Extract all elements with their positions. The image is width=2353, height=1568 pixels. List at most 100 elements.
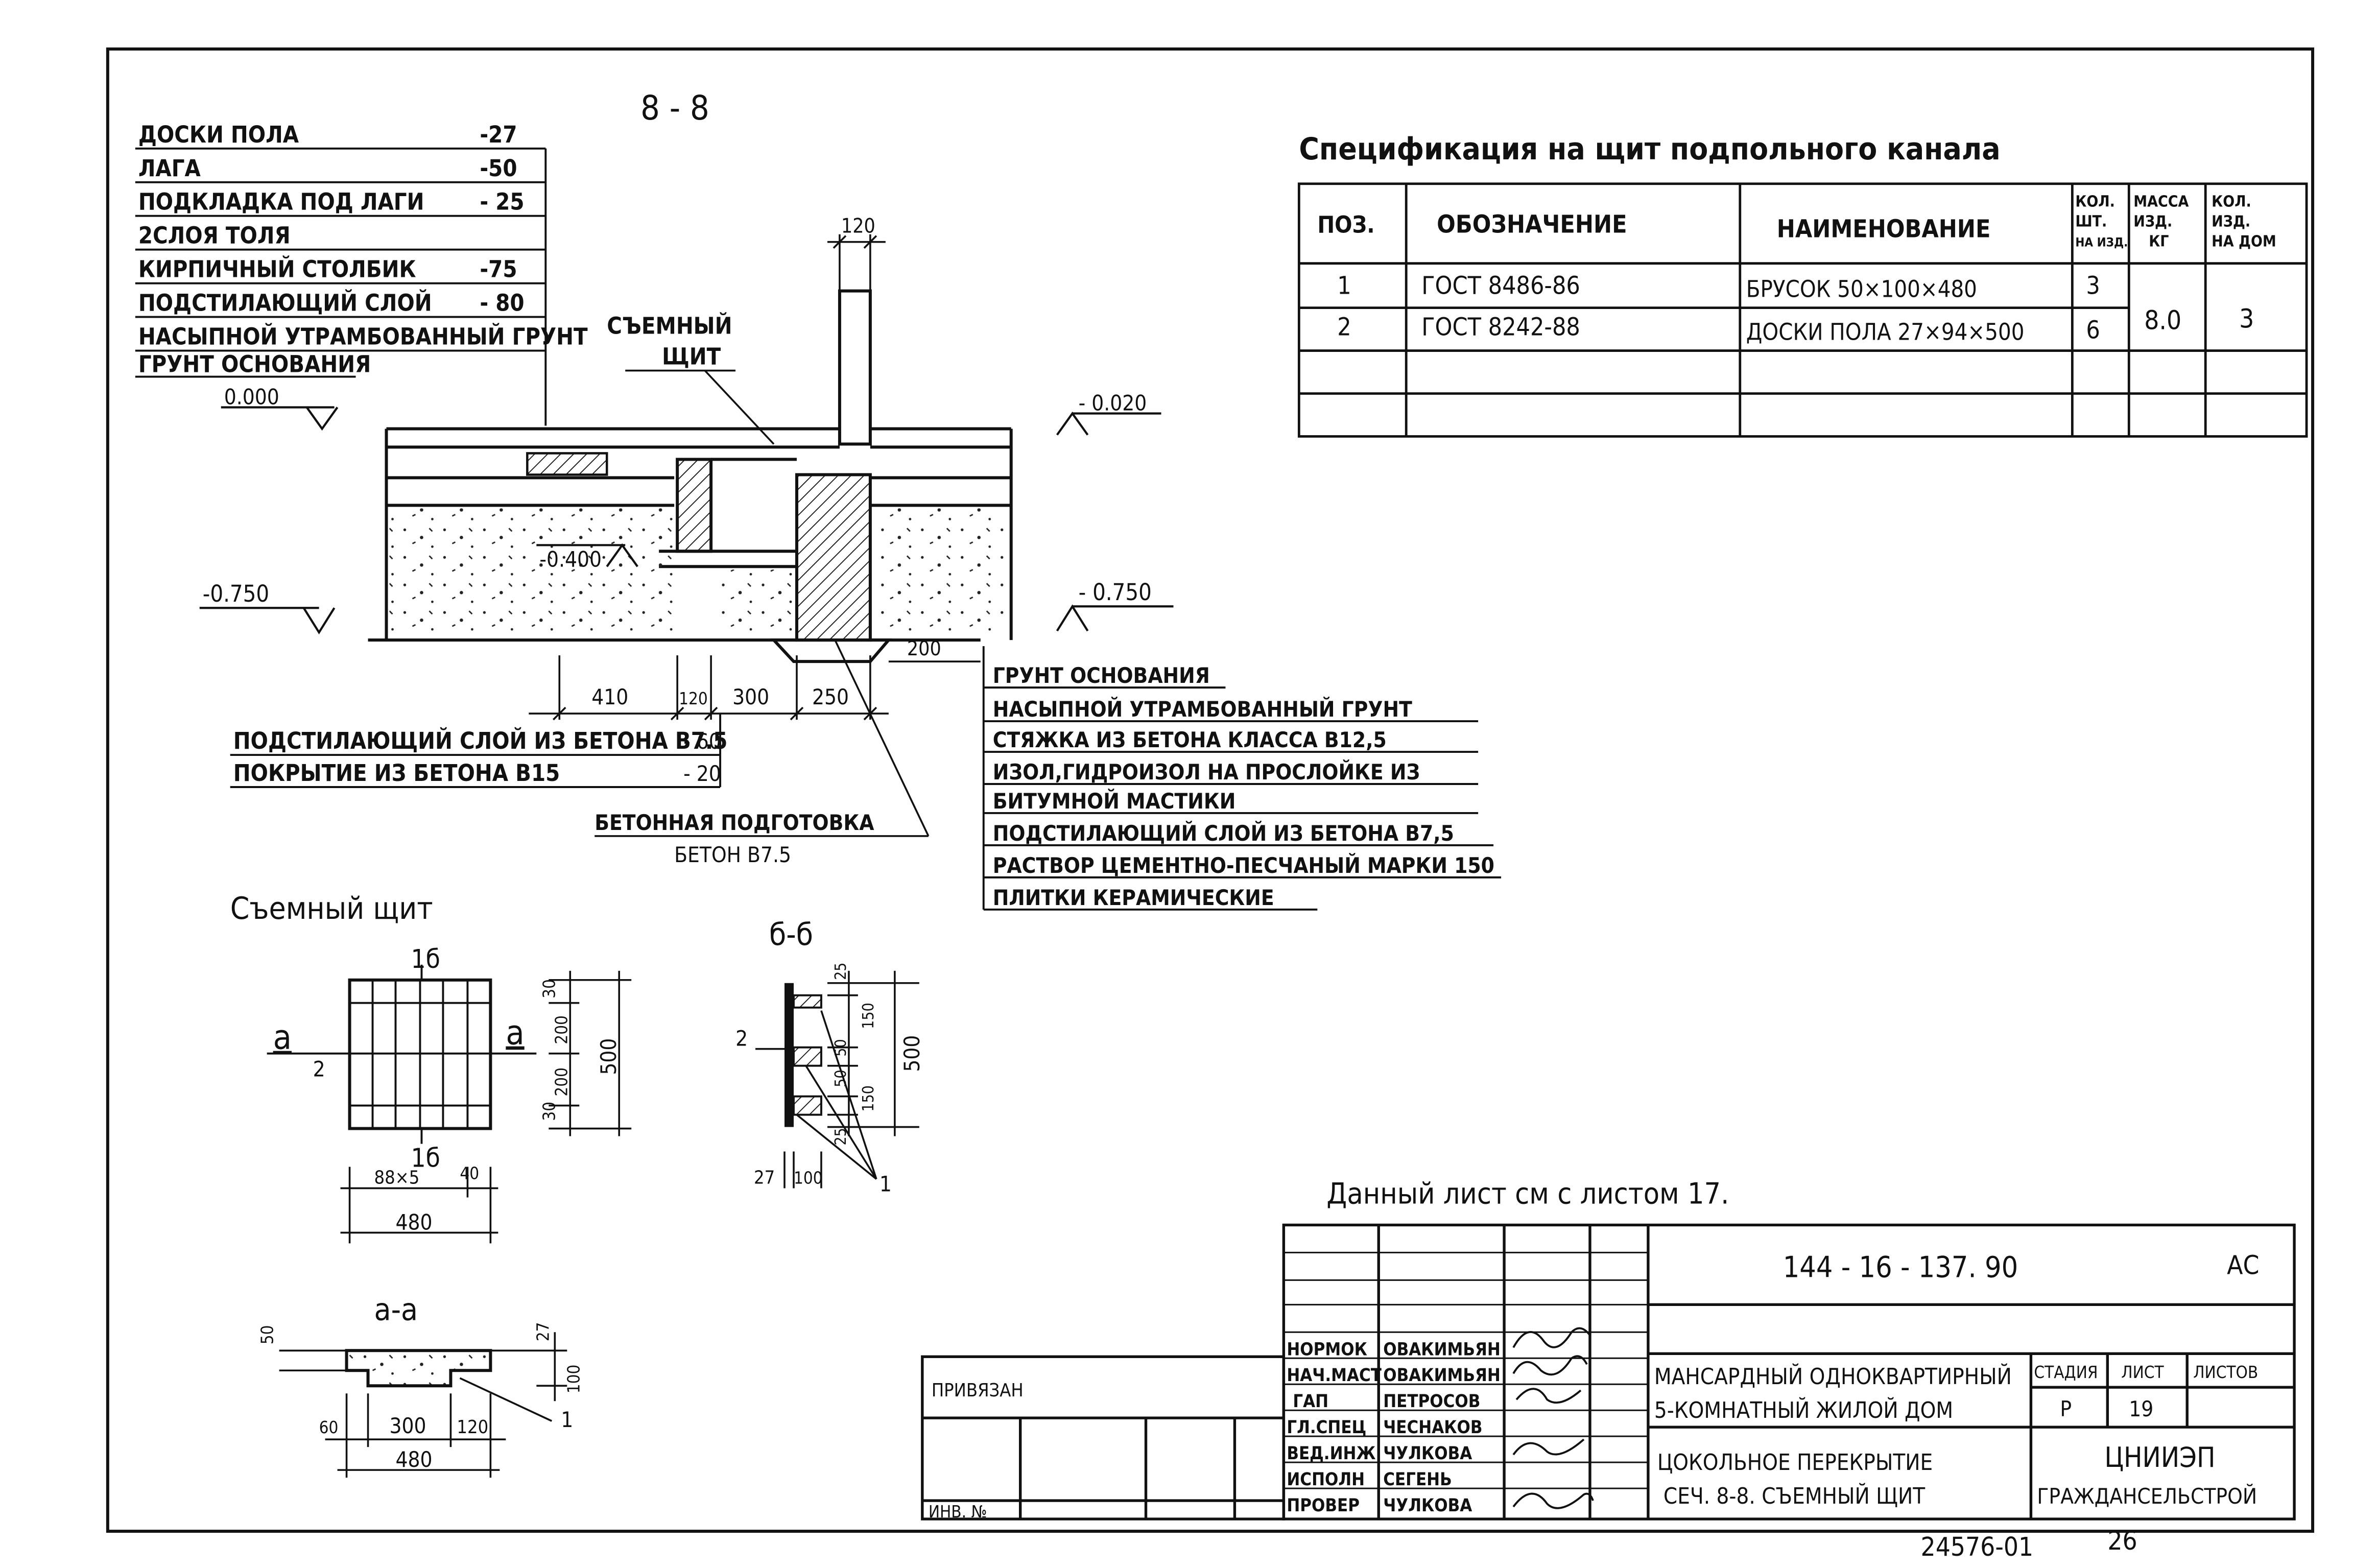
level-inner: -0.400 <box>539 547 602 572</box>
pos-2: 2 <box>313 1057 325 1082</box>
bound-label: ПРИВЯЗАН <box>932 1380 1024 1401</box>
sheet-label: ЛИСТ <box>2121 1362 2164 1382</box>
footing <box>770 638 892 663</box>
spec-header-mass: ИЗД. <box>2133 213 2172 231</box>
sheet-title: ЦОКОЛЬНОЕ ПЕРЕКРЫТИЕ <box>1657 1450 1933 1476</box>
sheet-value: 19 <box>2129 1396 2153 1421</box>
spec-row-qty: 3 <box>2086 272 2100 300</box>
spec-header-qty-house: КОЛ. <box>2212 193 2251 211</box>
dim-480: 480 <box>395 1209 432 1234</box>
inv-label: ИНВ. № <box>929 1502 987 1522</box>
shield-title: Съемный щит <box>230 891 433 926</box>
layer-value: - 80 <box>480 290 524 317</box>
stage-value: Р <box>2060 1396 2072 1421</box>
dim-v: 200 <box>551 1067 571 1097</box>
layer-value: -50 <box>480 155 517 182</box>
dim-v: 50 <box>832 1070 850 1087</box>
sig-role: ПРОВЕР <box>1287 1495 1360 1516</box>
dim-v: 30 <box>539 1102 559 1121</box>
spec-row-name: БРУСОК 50×100×480 <box>1746 276 1977 303</box>
dim-v: 50 <box>832 1039 850 1056</box>
section-aa-title: а-а <box>374 1292 418 1327</box>
dim-bottom: 300 <box>732 684 769 709</box>
dim-27: 27 <box>533 1322 553 1342</box>
sig-name: ЧЕСНАКОВ <box>1383 1417 1482 1438</box>
spec-header-designation: ОБОЗНАЧЕНИЕ <box>1437 210 1627 239</box>
removable-label: СЪЕМНЫЙ <box>607 313 732 340</box>
bottom-layer-value: - 20 <box>683 761 721 786</box>
dim-88x5: 88×5 <box>374 1167 420 1188</box>
stage-label: СТАДИЯ <box>2034 1362 2098 1382</box>
bottom-layer-name: ПОДСТИЛАЮЩИЙ СЛОЙ ИЗ БЕТОНА В7.5 <box>233 727 728 754</box>
archive-number: 24576-01 <box>1921 1532 2034 1562</box>
pos-1: 1 <box>561 1407 573 1432</box>
level-bottom-right: - 0.750 <box>1079 579 1152 606</box>
section-title: 8 - 8 <box>640 88 709 128</box>
spec-row-name: ДОСКИ ПОЛА 27×94×500 <box>1746 319 2025 346</box>
layer-value: -27 <box>480 121 517 148</box>
dim-v: 25 <box>832 1128 850 1145</box>
dim-v: 30 <box>539 979 559 999</box>
sig-role: ГАП <box>1293 1391 1328 1412</box>
title-block: ПРИВЯЗАН ИНВ. № НОРМОК ОВАКИМЬЯН НАЧ.МАС… <box>921 1223 2296 1522</box>
sheet-title: СЕЧ. 8-8. СЪЕМНЫЙ ЩИТ <box>1663 1483 1926 1509</box>
layer-name: 2СЛОЯ ТОЛЯ <box>138 222 291 249</box>
sig-name: СЕГЕНЬ <box>1383 1469 1452 1490</box>
channel-wall <box>838 289 872 446</box>
sig-role: ГЛ.СПЕЦ <box>1287 1417 1366 1438</box>
dim-500: 500 <box>596 1038 621 1075</box>
dim-bottom: 120 <box>679 688 708 708</box>
legend-lines <box>135 147 547 426</box>
spec-row-pos: 2 <box>1337 313 1351 342</box>
spec-header-mass: МАССА <box>2133 193 2189 211</box>
section-aa-view: а-а 50 27 100 60 300 120 480 1 <box>257 1292 583 1478</box>
dim-bottom: 410 <box>591 684 628 709</box>
layer-name: ДОСКИ ПОЛА <box>138 121 299 148</box>
right-layer: НАСЫПНОЙ УТРАМБОВАННЫЙ ГРУНТ <box>993 696 1412 722</box>
sheet-note: Данный лист см с листом 17. <box>1326 1177 1729 1210</box>
project-name: 5-КОМНАТНЫЙ ЖИЛОЙ ДОМ <box>1654 1397 1953 1423</box>
dim-100: 100 <box>794 1168 823 1187</box>
spec-row-pos: 1 <box>1337 272 1351 300</box>
right-layer: ИЗОЛ,ГИДРОИЗОЛ НА ПРОСЛОЙКЕ ИЗ <box>993 759 1420 785</box>
sig-name: ОВАКИМЬЯН <box>1383 1365 1501 1386</box>
spec-header-qty-house: ИЗД. <box>2212 213 2250 231</box>
channel-wall-lower <box>795 473 872 642</box>
sig-role: НАЧ.МАСТ <box>1287 1365 1382 1386</box>
dim-h: 120 <box>457 1417 488 1438</box>
layer-name: ПОДСТИЛАЮЩИЙ СЛОЙ <box>138 290 432 317</box>
joist <box>526 452 608 476</box>
sig-role: НОРМОК <box>1287 1339 1367 1360</box>
spec-header-qty: НА ИЗД. <box>2075 235 2128 250</box>
sig-name: ЧУЛКОВА <box>1383 1443 1472 1464</box>
floor-layer-legend: ДОСКИ ПОЛА -27 ЛАГА -50 ПОДКЛАДКА ПОД ЛА… <box>138 121 588 378</box>
project-name: МАНСАРДНЫЙ ОДНОКВАРТИРНЫЙ <box>1654 1364 2012 1390</box>
dim-v: 150 <box>860 1003 877 1029</box>
dim-bottom: 250 <box>812 684 849 709</box>
document-mark: АС <box>2227 1250 2259 1280</box>
spec-header-name: НАИМЕНОВАНИЕ <box>1777 215 1991 244</box>
right-layer: ПЛИТКИ КЕРАМИЧЕСКИЕ <box>993 885 1274 910</box>
removable-label: ЩИТ <box>662 343 721 370</box>
dim-500: 500 <box>899 1035 924 1072</box>
spec-row-designation: ГОСТ 8486-86 <box>1421 272 1580 300</box>
spec-header-qty: ШТ. <box>2075 213 2107 231</box>
dim-top: 120 <box>841 215 875 238</box>
dim-40: 40 <box>460 1163 479 1183</box>
spec-row-qty: 6 <box>2086 316 2100 345</box>
mark-b-top: 1б <box>411 944 440 975</box>
mark-b-bottom: 1б <box>411 1144 440 1174</box>
concrete-prep-label: БЕТОННАЯ ПОДГОТОВКА <box>595 810 874 835</box>
document-code: 144 - 16 - 137. 90 <box>1783 1250 2018 1284</box>
concrete-prep-label: БЕТОН В7.5 <box>674 842 791 867</box>
sig-name: ПЕТРОСОВ <box>1383 1391 1480 1412</box>
dim-100: 100 <box>563 1365 583 1394</box>
right-layer: СТЯЖКА ИЗ БЕТОНА КЛАССА В12,5 <box>993 727 1387 752</box>
dim-480: 480 <box>395 1447 432 1472</box>
dim-v: 25 <box>832 962 850 980</box>
sig-name: ЧУЛКОВА <box>1383 1495 1472 1516</box>
sig-role: ИСПОЛН <box>1287 1469 1365 1490</box>
dim-h: 300 <box>390 1413 426 1438</box>
right-layer: БИТУМНОЙ МАСТИКИ <box>993 788 1236 814</box>
spec-header-qty-house: НА ДОМ <box>2212 233 2276 251</box>
